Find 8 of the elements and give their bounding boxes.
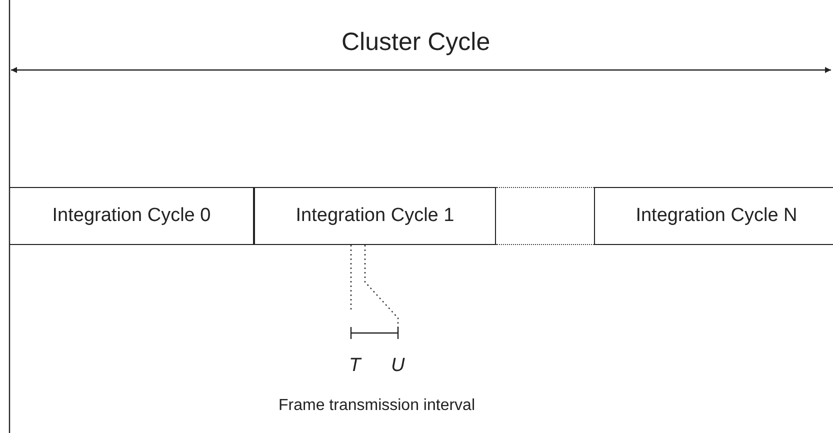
time-marker: T [349, 355, 361, 377]
dimension-label: Cluster Cycle [342, 28, 490, 56]
interval-caption: Frame transmission interval [278, 397, 475, 415]
cycle-box: Integration Cycle 0 [9, 187, 254, 245]
dotted-gap-box [496, 187, 594, 245]
cycle-box: Integration Cycle 1 [254, 187, 496, 245]
time-marker: U [391, 355, 405, 377]
cycle-box: Integration Cycle N [594, 187, 833, 245]
